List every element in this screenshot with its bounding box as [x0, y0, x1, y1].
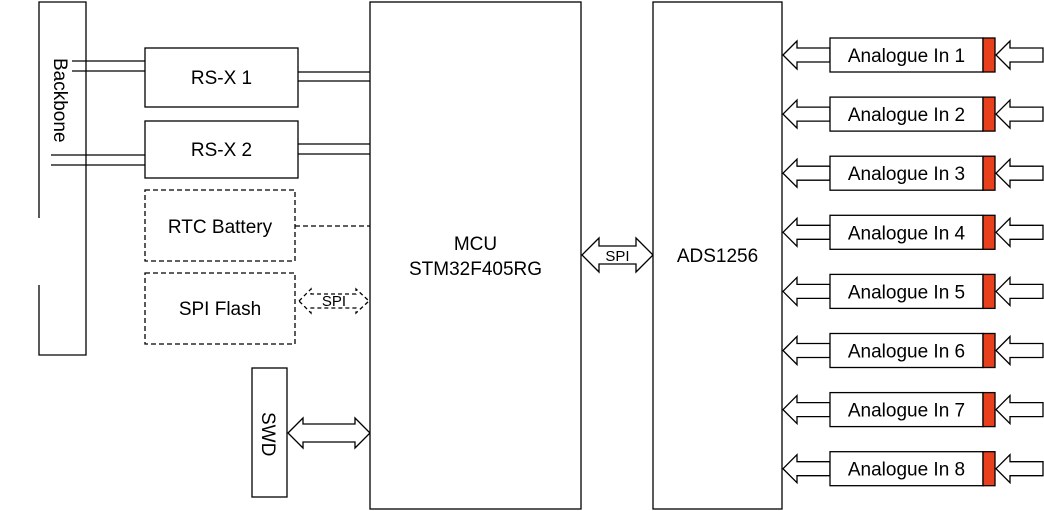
backbone-outline — [38, 1, 87, 356]
analogue-connector — [982, 155, 996, 191]
adc-block: ADS1256 — [652, 1, 783, 510]
analogue-input-box — [829, 37, 984, 73]
analogue-connector — [982, 391, 996, 428]
rsx2-label: RS-X 2 — [191, 140, 252, 161]
analogue-connector — [982, 451, 996, 487]
swd-box — [251, 367, 288, 498]
analogue-input-box — [829, 391, 984, 428]
swd-double-arrow — [287, 416, 371, 450]
analogue-input-row: Analogue In 3 — [782, 155, 1044, 191]
rsx1-block: RS-X 1 — [144, 47, 299, 108]
analogue-input-row: Analogue In 7 — [782, 391, 1044, 428]
rtc-battery-box — [144, 189, 296, 262]
analogue-input-row: Analogue In 4 — [782, 214, 1044, 250]
spi-link: SPI — [581, 236, 654, 274]
analogue-left-arrow — [782, 157, 831, 189]
mcu-block: MCU STM32F405RG — [369, 1, 582, 510]
swd-block: SWD — [251, 367, 371, 498]
analogue-right-arrow — [995, 39, 1044, 71]
spi-flash-link-label: SPI — [322, 293, 346, 310]
analogue-left-arrow — [782, 216, 831, 248]
analogue-left-arrow — [782, 39, 831, 71]
rtc-battery-label: RTC Battery — [168, 217, 273, 238]
backbone-label: Backbone — [49, 58, 70, 143]
analogue-connector — [982, 96, 996, 132]
analogue-input-label: Analogue In 1 — [848, 46, 965, 67]
mcu-label-line2: STM32F405RG — [409, 259, 542, 280]
analogue-left-arrow — [782, 334, 831, 367]
backbone: Backbone — [38, 1, 87, 356]
mcu-box — [369, 1, 582, 510]
spi-flash-label: SPI Flash — [179, 299, 261, 320]
analogue-input-label: Analogue In 4 — [848, 223, 966, 244]
analogue-right-arrow — [995, 275, 1044, 307]
spi-flash-double-arrow — [298, 287, 370, 315]
analogue-right-arrow — [995, 98, 1044, 130]
analogue-input-label: Analogue In 8 — [848, 460, 965, 481]
rsx1-label: RS-X 1 — [191, 68, 252, 89]
analogue-right-arrow — [995, 453, 1044, 485]
swd-label: SWD — [257, 412, 278, 456]
rtc-battery-block: RTC Battery — [144, 189, 370, 262]
analogue-input-label: Analogue In 2 — [848, 105, 965, 126]
analogue-left-arrow — [782, 98, 831, 130]
analogue-connector — [982, 37, 996, 73]
analogue-connector — [982, 214, 996, 250]
analogue-right-arrow — [995, 394, 1044, 426]
analogue-right-arrow — [995, 334, 1044, 367]
analogue-right-arrow — [995, 157, 1044, 189]
analogue-input-row: Analogue In 5 — [782, 273, 1044, 310]
analogue-input-label: Analogue In 7 — [848, 401, 965, 422]
analogue-right-arrow — [995, 216, 1044, 248]
analogue-input-row: Analogue In 2 — [782, 96, 1044, 132]
analogue-input-box — [829, 273, 984, 310]
spi-flash-box — [144, 272, 296, 345]
adc-box — [652, 1, 783, 510]
rsx2-block: RS-X 2 — [144, 120, 299, 179]
analogue-input-label: Analogue In 3 — [848, 164, 965, 185]
analogue-input-row: Analogue In 6 — [782, 332, 1044, 369]
rsx2-box — [144, 120, 299, 179]
backbone-links — [51, 60, 145, 166]
analogue-input-box — [829, 214, 984, 250]
analogue-connector — [982, 332, 996, 369]
analogue-left-arrow — [782, 453, 831, 485]
rsx-mcu-links — [298, 71, 370, 155]
spi-flash-block: SPI Flash SPI — [144, 272, 370, 345]
analogue-input-box — [829, 155, 984, 191]
analogue-connector — [982, 273, 996, 310]
analogue-input-label: Analogue In 5 — [848, 282, 965, 303]
analogue-left-arrow — [782, 394, 831, 426]
analogue-inputs: Analogue In 1 Analogue In 2 Analogue In 3 A… — [782, 37, 1044, 487]
analogue-input-box — [829, 451, 984, 487]
spi-link-label: SPI — [605, 248, 629, 265]
analogue-left-arrow — [782, 275, 831, 307]
rsx1-box — [144, 47, 299, 108]
analogue-input-label: Analogue In 6 — [848, 342, 965, 363]
analogue-input-row: Analogue In 1 — [782, 37, 1044, 73]
adc-label: ADS1256 — [677, 246, 758, 267]
mcu-label-line1: MCU — [454, 234, 497, 255]
analogue-input-row: Analogue In 8 — [782, 451, 1044, 487]
